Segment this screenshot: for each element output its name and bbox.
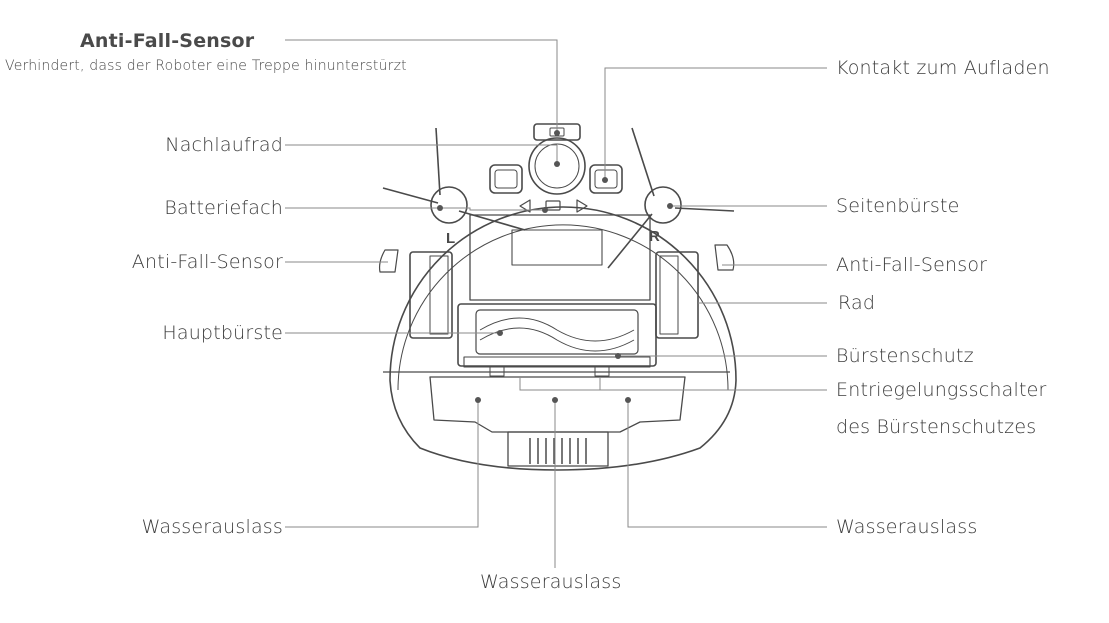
water-tank xyxy=(429,376,686,433)
label-rad: Rad xyxy=(838,292,876,314)
side-brush-right xyxy=(607,127,735,269)
drive-wheel-right xyxy=(655,251,699,339)
label-entriegelung-line2: des Bürstenschutzes xyxy=(836,416,1037,438)
right-brush-letter: R xyxy=(649,228,660,245)
label-hauptbuerste: Hauptbürste xyxy=(162,322,283,344)
left-brush-letter: L xyxy=(446,230,455,247)
main-brush xyxy=(475,309,639,355)
label-kontakt: Kontakt zum Aufladen xyxy=(836,57,1050,79)
robot-body-outline xyxy=(389,206,737,471)
charge-contact-left xyxy=(489,164,523,194)
label-wasserauslass-left: Wasserauslass xyxy=(141,516,283,538)
label-entriegelung-line1: Entriegelungsschalter xyxy=(836,379,1047,401)
battery-compartment xyxy=(469,214,651,301)
caster-wheel xyxy=(528,137,586,195)
anti-fall-top-title: Anti-Fall-Sensor xyxy=(80,30,255,52)
charge-contact-right xyxy=(589,164,623,194)
label-seitenbuerste: Seitenbürste xyxy=(836,195,960,217)
label-nachlaufrad: Nachlaufrad xyxy=(165,134,283,156)
label-buerstenschutz: Bürstenschutz xyxy=(836,345,974,367)
label-anti-fall-left: Anti-Fall-Sensor xyxy=(131,251,283,273)
anti-fall-top-desc: Verhindert, dass der Roboter eine Treppe… xyxy=(5,58,407,74)
robot-body-inner xyxy=(397,224,729,391)
label-wasserauslass-center: Wasserauslass xyxy=(480,571,622,593)
brush-guard xyxy=(457,303,657,367)
label-wasserauslass-right: Wasserauslass xyxy=(836,516,978,538)
side-brush-left xyxy=(382,127,526,231)
label-anti-fall-right: Anti-Fall-Sensor xyxy=(836,254,988,276)
label-batteriefach: Batteriefach xyxy=(164,197,283,219)
drive-wheel-left xyxy=(409,251,453,339)
